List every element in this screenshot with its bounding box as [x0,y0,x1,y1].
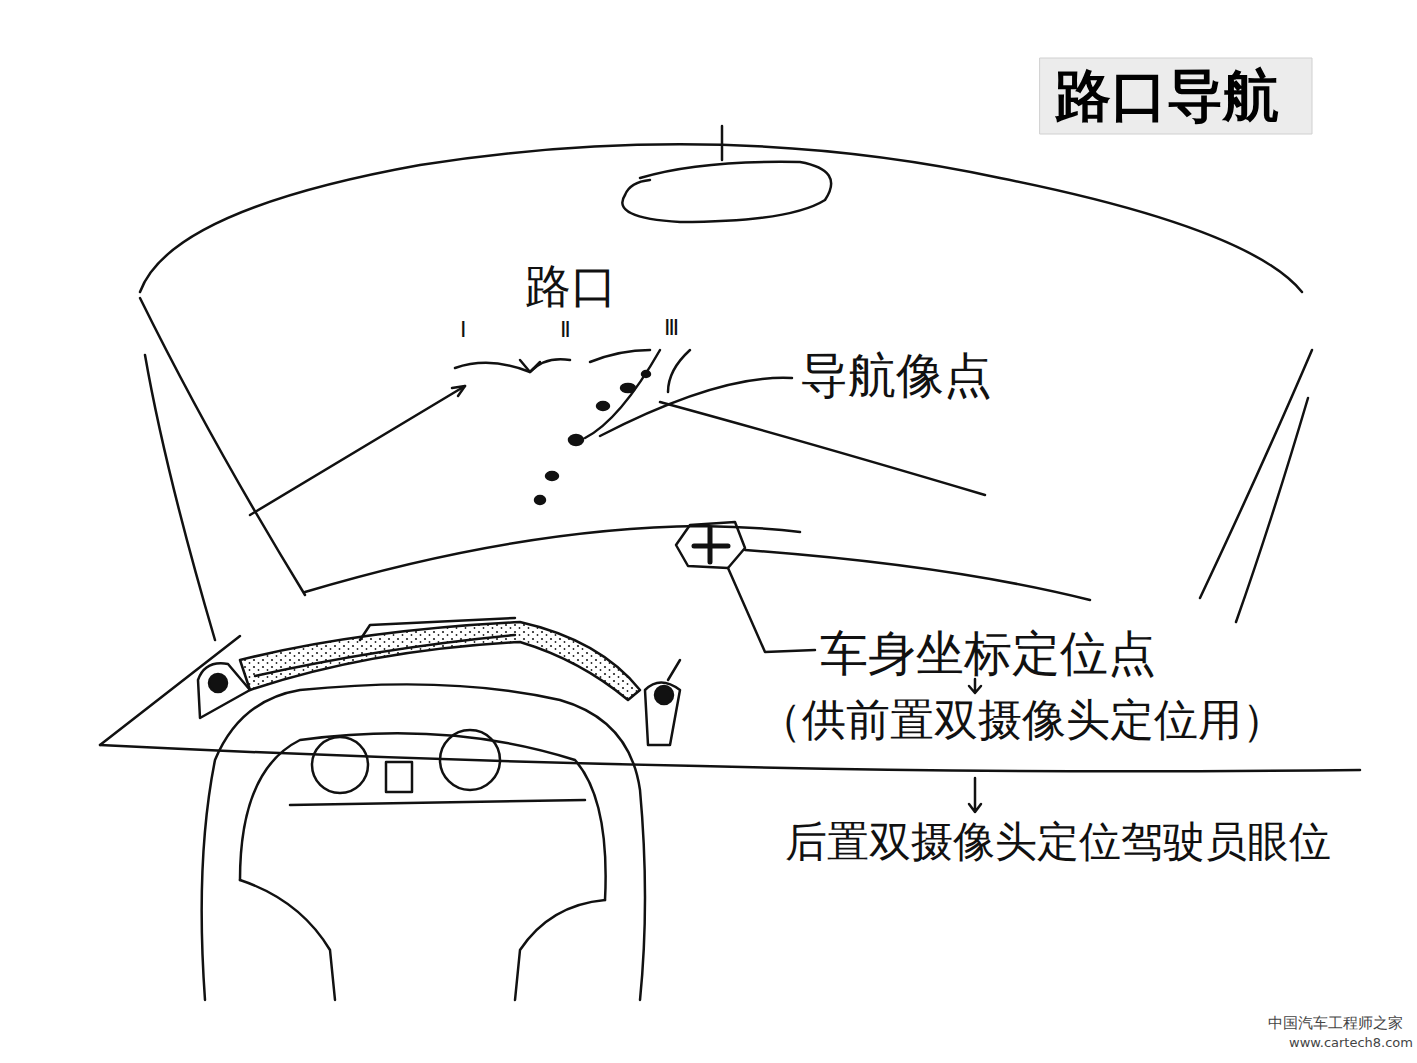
road-edge [660,402,985,495]
nav-point [569,435,583,445]
nav-point [546,472,558,480]
leg-number: Ⅱ [560,318,571,341]
steering-wheel [240,880,335,1000]
windshield-top [140,144,1302,292]
nav-point [621,384,635,392]
a-pillar [1236,398,1308,622]
road-edge [250,386,465,515]
mirror-stem [721,126,724,160]
locating-mark [694,528,728,562]
gauge [386,762,412,792]
instrument-line [290,800,585,805]
locating-mark [676,522,745,568]
leg-number: Ⅰ [460,318,467,341]
arrow-head [452,386,465,396]
dashboard-edge [100,636,240,745]
title-stamp [1040,58,1312,134]
dash-vent [360,618,515,640]
callout-label: 导航像点 [800,350,992,400]
nav-point [642,371,650,377]
watermark: 中国汽车工程师之家 [1268,1016,1403,1032]
leg-number: Ⅲ [664,316,679,339]
note: 后置双摄像头定位驾驶员眼位 [785,820,1331,864]
dashboard-edge [305,526,800,592]
leader-line [728,568,815,652]
dash-vent [255,635,515,676]
intersection-label: 路口 [525,262,617,310]
road-leg [590,350,650,362]
camera-pod [198,663,250,718]
callout-label: 车身坐标定位点 [820,628,1156,678]
dash-vent [240,622,640,700]
rear-camera [209,674,227,692]
note: （供前置双摄像头定位用） [758,697,1286,743]
down-arrow [969,679,981,693]
watermark: www.cartech8.com [1289,1036,1413,1050]
dashboard-edge [100,745,1360,771]
leader-line [600,378,792,436]
nav-point [535,496,545,504]
camera-pod [645,683,680,746]
nav-points [535,371,650,504]
title: 路口导航 [1055,66,1279,125]
nav-point [597,402,609,410]
gauge [312,737,368,793]
steering-wheel [202,684,645,1000]
road-leg [520,360,540,372]
road-leg [455,359,570,372]
steering-wheel [515,900,605,1000]
down-arrow [969,778,981,812]
rear-mirror [622,162,831,222]
dashboard-edge [745,550,1090,600]
camera-pod [668,660,680,680]
a-pillar [140,298,305,595]
steering-wheel [240,733,606,900]
road-leg [668,350,690,392]
a-pillar [145,355,215,640]
gauge [440,730,500,790]
rear-camera [655,686,673,704]
